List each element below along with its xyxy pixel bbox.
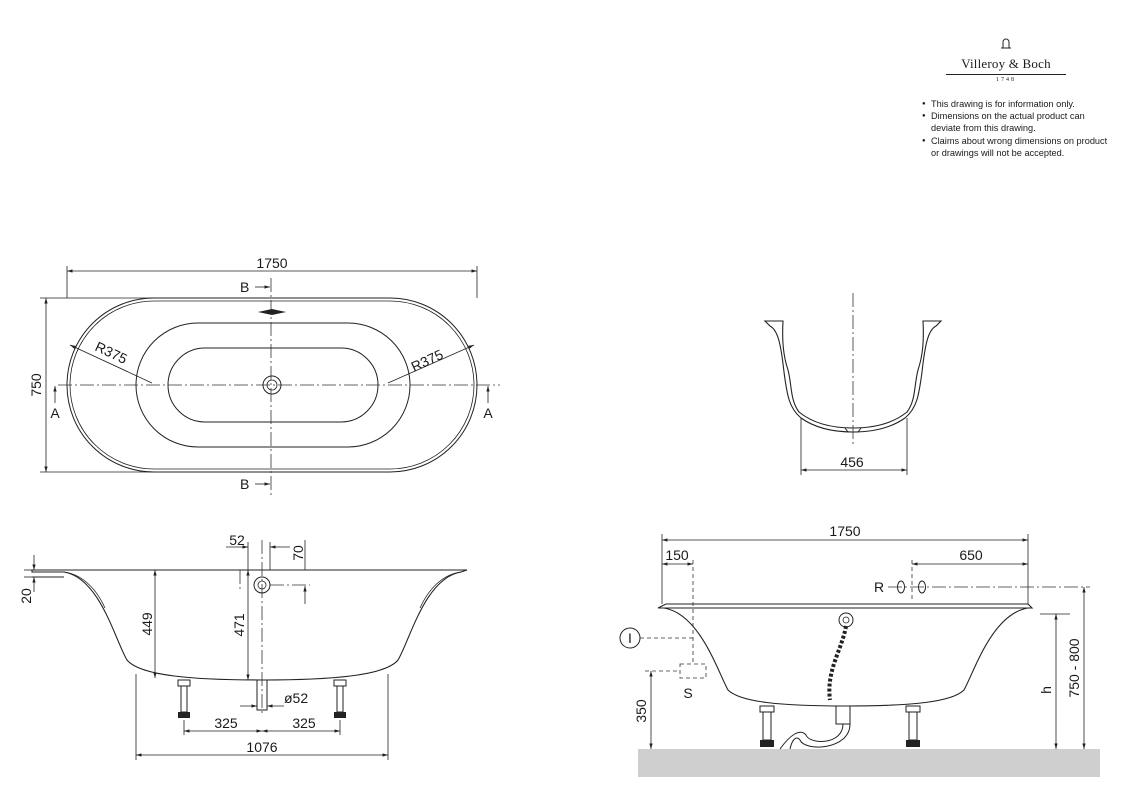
width-dimension: 750 [28, 373, 44, 397]
section-b-top: B [240, 279, 249, 295]
overflow-height-dimension: 70 [290, 545, 306, 561]
fountain-icon [1001, 38, 1011, 49]
section-a-right: A [483, 405, 493, 421]
s-box-icon [679, 663, 707, 679]
base-width-dimension: 456 [840, 454, 864, 470]
tub-side-outline [31, 569, 468, 681]
s-label: S [683, 685, 692, 701]
top-view: 1750 750 R375 R375 A A B B [28, 255, 500, 495]
base-height-dimension: 350 [633, 699, 649, 723]
brand-name: Villeroy & Boch [946, 56, 1066, 75]
rim-dimension: 20 [18, 588, 34, 604]
section-b-bottom: B [240, 476, 249, 492]
overflow-depth-dimension: 471 [231, 613, 247, 637]
length-dimension: 1750 [829, 523, 860, 539]
foot-right-dimension: 325 [292, 715, 316, 731]
floor [638, 749, 1100, 777]
side-view-left: 52 70 20 449 471 ø52 325 325 1076 [18, 532, 468, 760]
r-label: R [874, 579, 884, 595]
radius-left-label: R375 [93, 338, 130, 367]
drain-pipe [256, 679, 268, 711]
cross-section-view: 456 [763, 293, 943, 475]
radius-right-label: R375 [409, 346, 446, 375]
cross-section-outline [763, 320, 943, 433]
foot-left-dimension: 325 [214, 715, 238, 731]
disclaimer-list: This drawing is for information only. Di… [922, 98, 1112, 159]
overflow-offset-dimension: 52 [229, 532, 245, 548]
tub-side-outline [657, 603, 1034, 707]
trap [779, 705, 851, 750]
foot-span-dimension: 1076 [246, 739, 277, 755]
inner-depth-dimension: 449 [139, 612, 155, 636]
section-a-left: A [50, 405, 60, 421]
foot-left [759, 705, 775, 747]
marker-label: I [628, 630, 632, 646]
offset-left-dimension: 150 [665, 547, 689, 563]
overflow-icon [258, 309, 286, 315]
h-label: h [1038, 686, 1054, 694]
drain-diameter-dimension: ø52 [284, 690, 308, 706]
brand-year: 1748 [996, 77, 1016, 83]
disclaimer-item: Claims about wrong dimensions on product… [922, 135, 1112, 159]
overflow-icon [838, 612, 854, 628]
foot-left [177, 679, 191, 718]
foot-right [333, 679, 347, 718]
drain-icon [262, 375, 282, 395]
foot-right [905, 705, 921, 747]
height-range-dimension: 750 - 800 [1066, 638, 1082, 697]
disclaimer-item: This drawing is for information only. [922, 98, 1112, 110]
offset-right-dimension: 650 [959, 547, 983, 563]
brand-logo: Villeroy & Boch 1748 [946, 36, 1066, 83]
disclaimer-item: Dimensions on the actual product can dev… [922, 110, 1112, 134]
overflow-hose [827, 612, 854, 701]
side-view-right: 1750 150 650 R I S 350 h 750 - 800 [619, 523, 1100, 777]
length-dimension: 1750 [256, 255, 287, 271]
